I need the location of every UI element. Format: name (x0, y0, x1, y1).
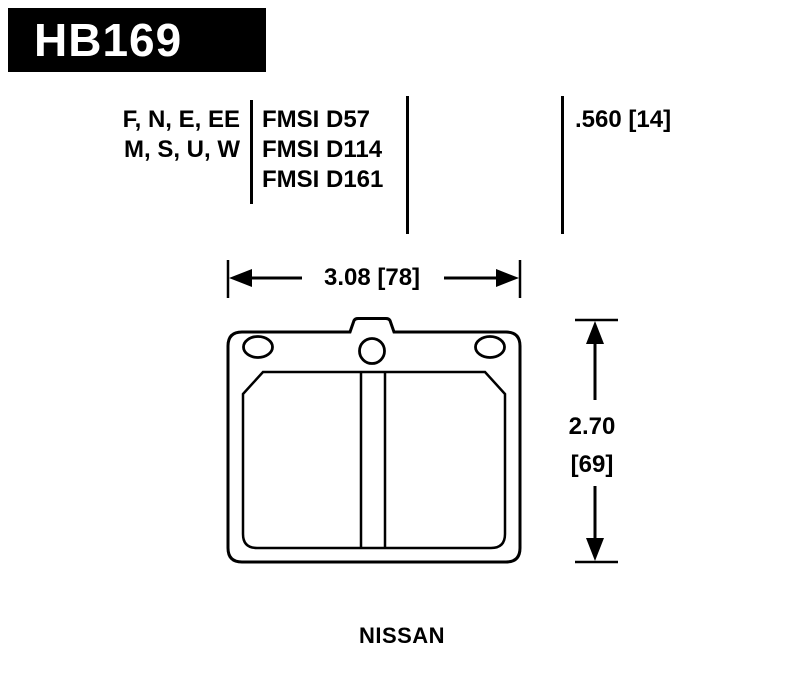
height-arrowhead-up-icon (586, 321, 604, 344)
fmsi-number-1: FMSI D57 (262, 106, 371, 133)
pad-thickness-value: .560 [14] (575, 106, 672, 133)
fmsi-number-2: FMSI D114 (262, 136, 383, 163)
center-tab-hole (358, 337, 386, 365)
fmsi-number-3: FMSI D161 (262, 166, 384, 193)
divider-thickness-left (561, 96, 564, 234)
fmsi-numbers-column: FMSI D57 FMSI D114 FMSI D161 (262, 105, 402, 195)
height-dimension-value: 2.70 (564, 415, 620, 439)
divider-fmsi-right (406, 96, 409, 234)
compound-codes-line-2: M, S, U, W (124, 136, 240, 163)
vehicle-application: NISSAN (358, 623, 446, 648)
mounting-hole-right (474, 335, 506, 359)
width-arrowhead-left-icon (229, 269, 252, 287)
width-dimension-label: 3.08 [78] (319, 266, 425, 290)
compound-codes-column: F, N, E, EE M, S, U, W (80, 105, 240, 165)
pad-outer-outline (226, 317, 522, 564)
width-arrowhead-right-icon (496, 269, 519, 287)
compound-codes-line-1: F, N, E, EE (122, 106, 240, 133)
divider-codes-fmsi (250, 100, 253, 204)
height-arrowhead-down-icon (586, 538, 604, 561)
part-number-banner: HB169 (8, 8, 266, 72)
mounting-hole-left (242, 335, 274, 359)
part-number: HB169 (34, 14, 183, 66)
friction-surface-outline (241, 370, 507, 550)
height-dimension-bracket: [69] (566, 453, 618, 477)
